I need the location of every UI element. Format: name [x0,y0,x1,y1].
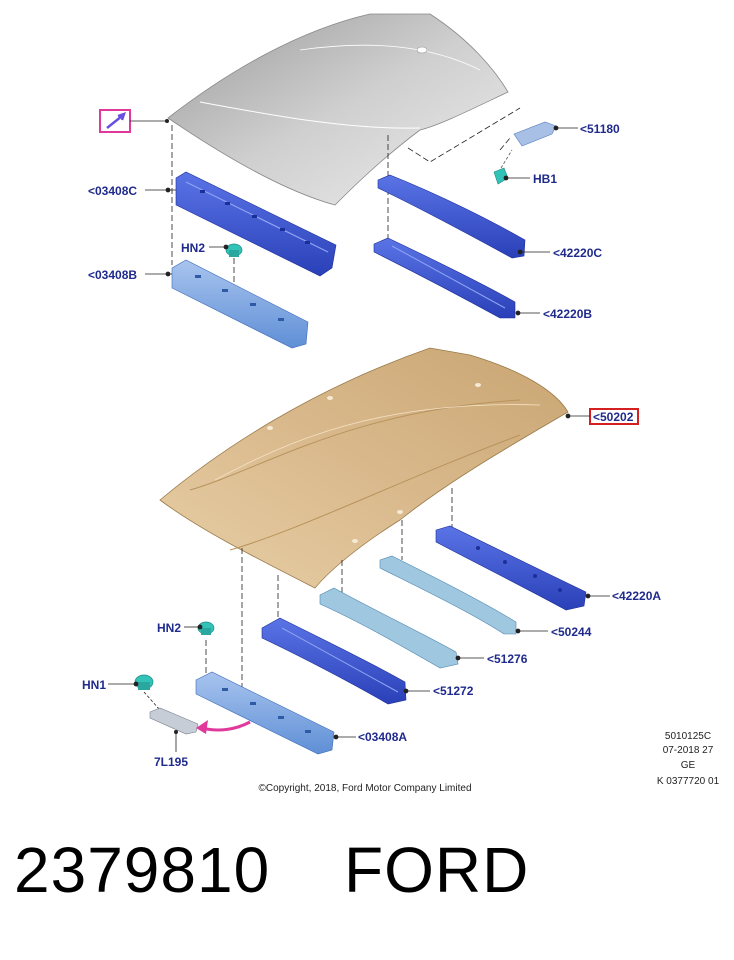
callout-42220b: <42220B [543,307,592,321]
leader-lines-top [145,125,578,316]
view-direction-arrow-icon [106,112,126,129]
curved-arrow-head-icon [196,720,208,734]
curved-arrow-icon [201,720,251,732]
bow-42220b [373,237,516,319]
callout-03408a: <03408A [358,730,407,744]
callout-50244: <50244 [551,625,592,639]
callout-42220a: <42220A [612,589,661,603]
callout-hn2-top: HN2 [181,241,205,255]
leader-lines-bottom [108,413,610,740]
bracket-03408b [171,259,309,349]
bracket-7l195 [149,707,199,752]
rail-51272 [261,617,407,705]
roof-panel-lower [159,347,569,589]
callout-03408c: <03408C [88,184,137,198]
roof-panel-upper [167,13,509,206]
callout-51276: <51276 [487,652,528,666]
leader-dashes-bottom [205,488,453,705]
bracket-51180 [513,121,557,147]
bow-42220c [377,174,526,259]
part-number: 2379810 [14,834,271,906]
fastener-hn2-top [225,243,243,257]
bracket-03408a [195,671,335,755]
callout-7l195: 7L195 [154,755,188,769]
callout-42220c: <42220C [553,246,602,260]
bow-42220a [435,525,587,611]
callout-hb1: HB1 [533,172,557,186]
callout-50202: <50202 [593,410,634,424]
bow-51276 [319,587,459,669]
roof-exploded-diagram: <51180 HB1 <03408C HN2 <42220C <03408B <… [82,13,720,794]
stamp-line-3: GE [681,760,696,771]
stamp-line-2: 07-2018 27 [663,745,714,756]
fastener-hn1 [134,674,161,711]
callout-hn1: HN1 [82,678,106,692]
leader-dashes-top [171,107,521,300]
fastener-hb1 [493,149,513,185]
callout-51180: <51180 [580,122,620,136]
rail-03408c [175,171,337,277]
highlight-box-50202 [589,408,639,425]
callout-03408b: <03408B [88,268,137,282]
brand-name: FORD [344,834,530,906]
callout-51272: <51272 [433,684,474,698]
stamp-line-4: K 0377720 01 [657,776,720,787]
bow-50244 [379,555,517,635]
copyright-notice: ©Copyright, 2018, Ford Motor Company Lim… [258,783,471,794]
callout-hn2-bottom: HN2 [157,621,181,635]
view-direction-indicator [99,109,169,133]
stamp-line-1: 5010125C [665,731,711,742]
